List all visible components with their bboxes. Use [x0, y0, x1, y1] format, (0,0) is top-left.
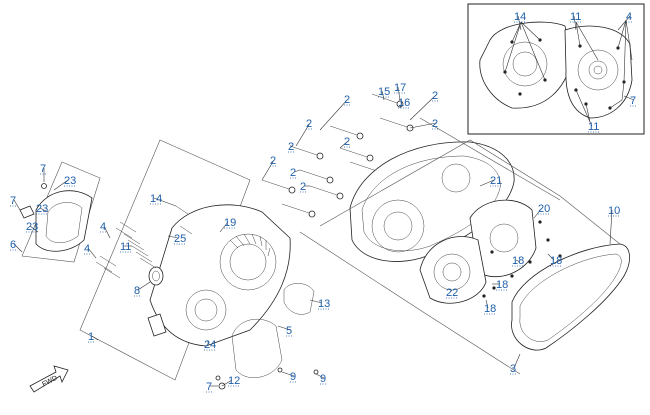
- callout-9-label-2: 9: [320, 373, 326, 385]
- callout-23-leader-2: [39, 207, 49, 213]
- callout-7-leader-4: [623, 95, 635, 101]
- callout-2-label-3: 2: [306, 118, 312, 130]
- callout-15-leader-1: [381, 90, 385, 101]
- callout-2-leader-4: [409, 122, 437, 129]
- bolt-set-left: [95, 205, 193, 279]
- callout-16-label-1: 16: [398, 97, 410, 109]
- callout-9-leader-2: [315, 373, 325, 379]
- callout-2-label-5: 2: [344, 136, 350, 148]
- callout-8-label-1: 8: [134, 285, 140, 297]
- callout-14-leader-2: [517, 15, 522, 31]
- callout-9-label-1: 9: [290, 371, 296, 383]
- callout-7-label-1: 7: [40, 163, 46, 175]
- callout-5-label-1: 5: [286, 325, 292, 337]
- callout-4-label-3: 4: [626, 11, 632, 23]
- callout-11-leader-3: [589, 121, 593, 127]
- callout-4-leader-1: [103, 225, 111, 239]
- callout-19-leader-1: [219, 221, 229, 233]
- callout-18-label-2: 18: [550, 255, 562, 267]
- callout-14-label-1: 14: [150, 193, 162, 205]
- callout-7-label-3: 7: [206, 381, 212, 393]
- callout-3-label-1: 3: [510, 363, 516, 375]
- callout-2-leader-8: [293, 169, 301, 173]
- callout-25-leader-1: [167, 235, 179, 239]
- callout-12-leader-1: [221, 379, 233, 387]
- callout-2-leader-2: [409, 94, 437, 121]
- callout-11-label-1: 11: [120, 241, 131, 253]
- callout-10-leader-1: [609, 209, 613, 245]
- callout-2-label-2: 2: [432, 90, 438, 102]
- inset-detail-view: [467, 3, 645, 135]
- callout-10-label-1: 10: [608, 205, 620, 217]
- callout-24-label-1: 24: [204, 339, 216, 351]
- callout-25-label-1: 25: [174, 233, 186, 245]
- callout-22-leader-1: [449, 289, 453, 293]
- callout-20-label-1: 20: [538, 203, 550, 215]
- callout-18-label-1: 18: [512, 255, 524, 267]
- callout-2-leader-7: [261, 159, 275, 181]
- forward-direction-arrow: FWD: [29, 365, 69, 393]
- callout-16-leader-1: [399, 101, 403, 109]
- cover-gasket: [511, 243, 630, 351]
- callout-23-leader-3: [29, 225, 39, 233]
- callout-2-leader-3: [295, 122, 311, 147]
- crankcase-cover: [79, 139, 315, 381]
- callout-15-label-1: 15: [378, 86, 390, 98]
- callout-11-leader-2: [573, 15, 577, 31]
- callout-23-label-1: 23: [64, 175, 76, 187]
- callout-4-label-2: 4: [84, 243, 90, 255]
- callout-23-leader-1: [53, 179, 69, 191]
- callout-23-label-3: 23: [26, 221, 38, 233]
- callout-2-label-8: 2: [290, 167, 296, 179]
- outer-cover-group: [19, 161, 101, 263]
- fwd-label: FWD: [41, 375, 58, 389]
- callout-21-label-1: 21: [490, 175, 502, 187]
- callout-12-label-1: 12: [228, 375, 240, 387]
- callout-9-leader-1: [281, 371, 295, 377]
- callout-1-leader-1: [91, 335, 99, 341]
- cvt-outer-cover: [349, 141, 515, 262]
- callout-11-label-3: 11: [588, 121, 599, 133]
- inner-cover-plate: [419, 199, 562, 304]
- callout-23-label-2: 23: [36, 203, 48, 215]
- callout-2-label-7: 2: [270, 155, 276, 167]
- callout-13-label-1: 13: [318, 298, 330, 310]
- callout-18-leader-2: [547, 253, 555, 261]
- callout-19-label-1: 19: [224, 217, 236, 229]
- callout-7-label-2: 7: [10, 195, 16, 207]
- callout-14-label-2: 14: [514, 11, 526, 23]
- callout-14-leader-1: [153, 197, 177, 207]
- callout-18-leader-4: [485, 299, 489, 309]
- callout-18-label-4: 18: [484, 303, 496, 315]
- callout-2-leader-1: [319, 98, 349, 131]
- callout-2-label-9: 2: [300, 181, 306, 193]
- callout-4-leader-3: [617, 15, 631, 31]
- callout-3-leader-1: [513, 353, 521, 369]
- callout-2-label-4: 2: [432, 118, 438, 130]
- callout-7-leader-2: [13, 199, 21, 211]
- callout-20-leader-1: [533, 207, 543, 219]
- callout-17-leader-1: [397, 86, 401, 101]
- callout-21-leader-1: [479, 179, 495, 187]
- callout-22-label-1: 22: [446, 287, 458, 299]
- callout-18-label-3: 18: [496, 279, 508, 291]
- callout-6-leader-1: [13, 243, 23, 253]
- callout-6-label-1: 6: [10, 239, 16, 251]
- callout-7-label-4: 7: [630, 95, 636, 107]
- callout-5-leader-1: [277, 325, 291, 331]
- assembly-envelope: [299, 117, 621, 375]
- callout-11-label-2: 11: [570, 11, 581, 23]
- callout-18-leader-1: [515, 259, 521, 263]
- callout-13-leader-1: [309, 299, 323, 304]
- callout-8-leader-1: [137, 281, 151, 291]
- callout-4-leader-2: [87, 247, 97, 259]
- callout-4-label-1: 4: [100, 221, 106, 233]
- callout-2-label-1: 2: [344, 94, 350, 106]
- callout-2-leader-5: [339, 140, 349, 149]
- callout-1-label-1: 1: [88, 331, 94, 343]
- callout-17-label-1: 17: [394, 82, 406, 94]
- callout-2-label-6: 2: [288, 141, 294, 153]
